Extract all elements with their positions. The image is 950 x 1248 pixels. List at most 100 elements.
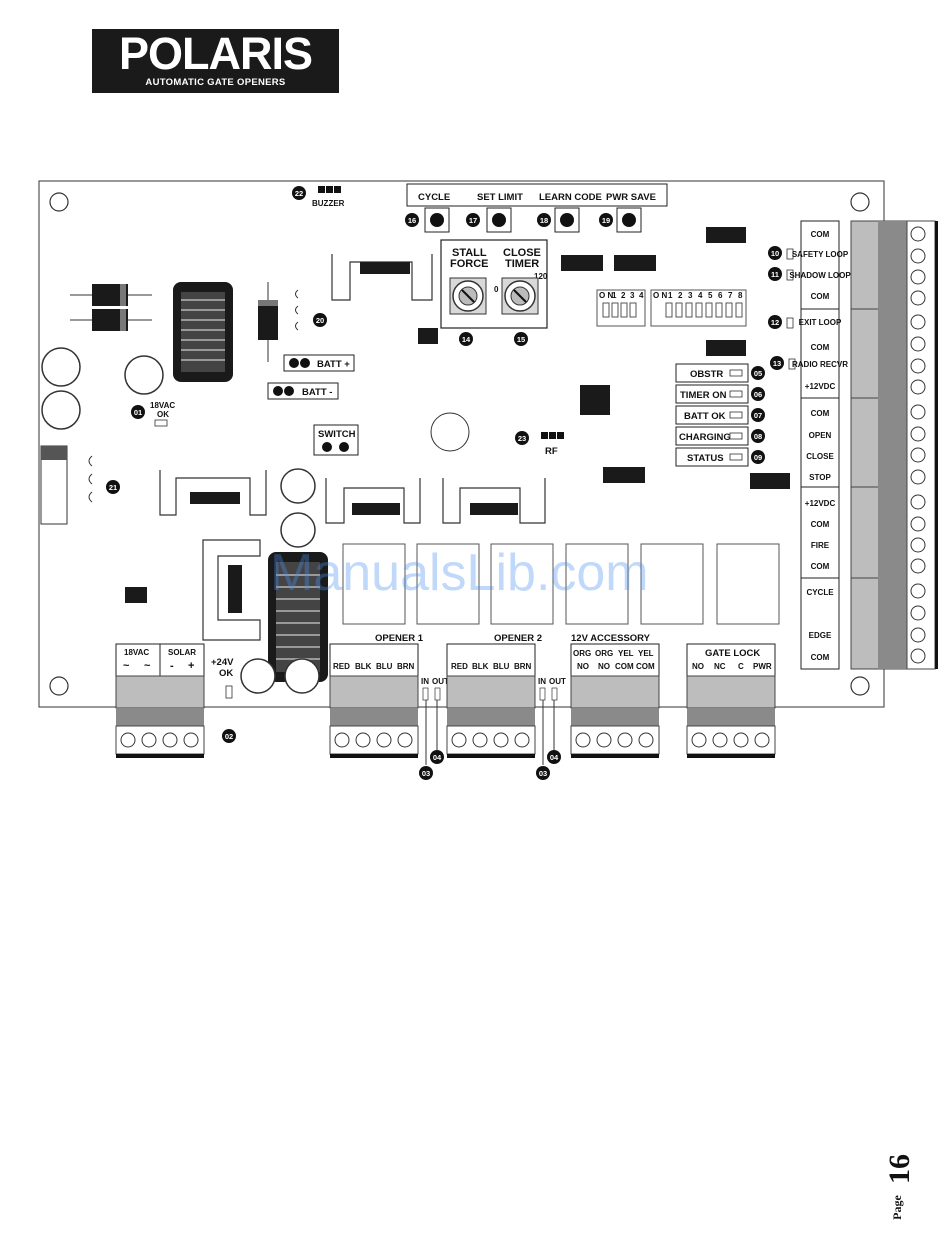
v24-ok-led (225, 685, 233, 699)
page-number: 16 (883, 1154, 916, 1184)
set-limit-button[interactable]: 17 (466, 207, 512, 233)
stall-label-2: FORCE (450, 258, 489, 270)
diode (258, 282, 278, 362)
svg-text:2: 2 (621, 291, 626, 300)
svg-text:3: 3 (630, 291, 635, 300)
svg-text:11: 11 (771, 270, 779, 279)
svg-text:1: 1 (612, 291, 617, 300)
dip-switch-4[interactable]: O N 1 2 3 4 (596, 289, 646, 327)
vac-ok-label-2: OK (157, 410, 169, 419)
vac-ok-led (154, 419, 168, 427)
svg-text:+: + (188, 660, 194, 672)
svg-text:BATT +: BATT + (317, 359, 350, 370)
cycle-button[interactable]: 16 (405, 207, 450, 233)
pwr-save-button[interactable]: 19 (599, 207, 642, 233)
svg-text:7: 7 (728, 291, 733, 300)
status-led-timer-on: TIMER ON 06 (675, 384, 765, 404)
svg-text:OPENER 1: OPENER 1 (375, 633, 424, 644)
svg-text:BATT -: BATT - (302, 387, 332, 398)
svg-text:12V ACCESSORY: 12V ACCESSORY (571, 633, 651, 644)
ic-chip (706, 340, 746, 356)
svg-text:NO: NO (692, 662, 704, 671)
button-label-cycle: CYCLE (418, 192, 450, 203)
ic-chip (706, 227, 746, 243)
svg-text:06: 06 (754, 390, 762, 399)
terminal-label-12vdc: +12VDC (805, 499, 836, 508)
svg-text:04: 04 (550, 753, 559, 762)
terminal-block-opener-2: OPENER 2 RED BLK BLU BRN (446, 633, 542, 758)
svg-text:6: 6 (718, 291, 723, 300)
heat-sink (325, 478, 421, 524)
terminal-label-com: COM (811, 409, 830, 418)
svg-text:4: 4 (639, 291, 644, 300)
heat-sink (202, 539, 261, 641)
status-led-batt-ok: BATT OK 07 (675, 405, 765, 425)
svg-text:NO: NO (577, 662, 589, 671)
close-label-2: TIMER (505, 258, 539, 270)
svg-text:13: 13 (773, 359, 781, 368)
svg-text:10: 10 (771, 249, 779, 258)
svg-text:BATT OK: BATT OK (684, 411, 726, 422)
svg-text:COM: COM (615, 662, 634, 671)
batt-minus-terminal[interactable]: BATT - (267, 382, 339, 400)
svg-text:22: 22 (295, 189, 303, 198)
relay (716, 543, 780, 625)
svg-text:SWITCH: SWITCH (318, 429, 356, 440)
heat-sink-bar (360, 262, 410, 274)
svg-text:1: 1 (668, 291, 673, 300)
close-min: 0 (494, 285, 499, 294)
terminal-label-stop: STOP (809, 473, 831, 482)
polaris-logo: POLARIS AUTOMATIC GATE OPENERS (92, 29, 339, 93)
capacitor (280, 512, 316, 548)
svg-text:20: 20 (316, 316, 324, 325)
relay (490, 543, 554, 625)
svg-text:O N: O N (653, 291, 667, 300)
svg-text:CHARGING: CHARGING (679, 432, 731, 443)
terminal-label-fire: FIRE (811, 541, 830, 550)
power-switch[interactable]: SWITCH (313, 424, 359, 456)
learn-code-button[interactable]: 18 (537, 207, 580, 233)
svg-text:COM: COM (636, 662, 655, 671)
svg-text:15: 15 (517, 335, 525, 344)
svg-text:8: 8 (738, 291, 743, 300)
svg-text:OUT: OUT (432, 677, 449, 686)
heat-sink (159, 470, 267, 516)
svg-text:GATE LOCK: GATE LOCK (705, 648, 760, 659)
dip-switch-8[interactable]: O N 1 2 3 4 5 6 7 8 (650, 289, 747, 327)
svg-text:12: 12 (771, 318, 779, 327)
svg-text:RED: RED (451, 662, 468, 671)
diode (70, 309, 152, 331)
mounting-hole (850, 676, 870, 696)
terminal-label-com: COM (811, 343, 830, 352)
svg-text:16: 16 (408, 216, 416, 225)
heat-sink (331, 254, 433, 301)
terminal-label-com: COM (811, 292, 830, 301)
close-timer-pot[interactable] (501, 277, 539, 315)
batt-plus-terminal[interactable]: BATT + (283, 354, 355, 372)
terminal-label-safety-loop: SAFETY LOOP (792, 250, 849, 259)
terminal-label-com: COM (811, 562, 830, 571)
svg-text:23: 23 (518, 434, 526, 443)
buzzer-label: BUZZER (312, 199, 345, 208)
svg-text:STATUS: STATUS (687, 453, 724, 464)
svg-text:08: 08 (754, 432, 762, 441)
rf-header: 23 RF (515, 431, 564, 457)
svg-text:BLU: BLU (493, 662, 510, 671)
right-terminal-screws[interactable] (910, 226, 926, 664)
batt-jumpers: 20 (295, 289, 327, 331)
capacitor (41, 347, 81, 387)
svg-text:RED: RED (333, 662, 350, 671)
button-label-set-limit: SET LIMIT (477, 192, 523, 203)
status-led-status: STATUS 09 (675, 447, 765, 467)
logo-brand: POLARIS (118, 28, 313, 79)
button-label-learn-code: LEARN CODE (539, 192, 602, 203)
svg-text:09: 09 (754, 453, 762, 462)
stall-force-pot[interactable] (449, 277, 487, 315)
svg-text:C: C (738, 662, 744, 671)
capacitor (41, 390, 81, 430)
terminal-label-cycle: CYCLE (806, 588, 834, 597)
vac-ok-label-1: 18VAC (150, 401, 175, 410)
svg-text:05: 05 (754, 369, 762, 378)
terminal-block-gate-lock: GATE LOCK NO NC C PWR (686, 643, 776, 758)
svg-text:BLK: BLK (472, 662, 489, 671)
